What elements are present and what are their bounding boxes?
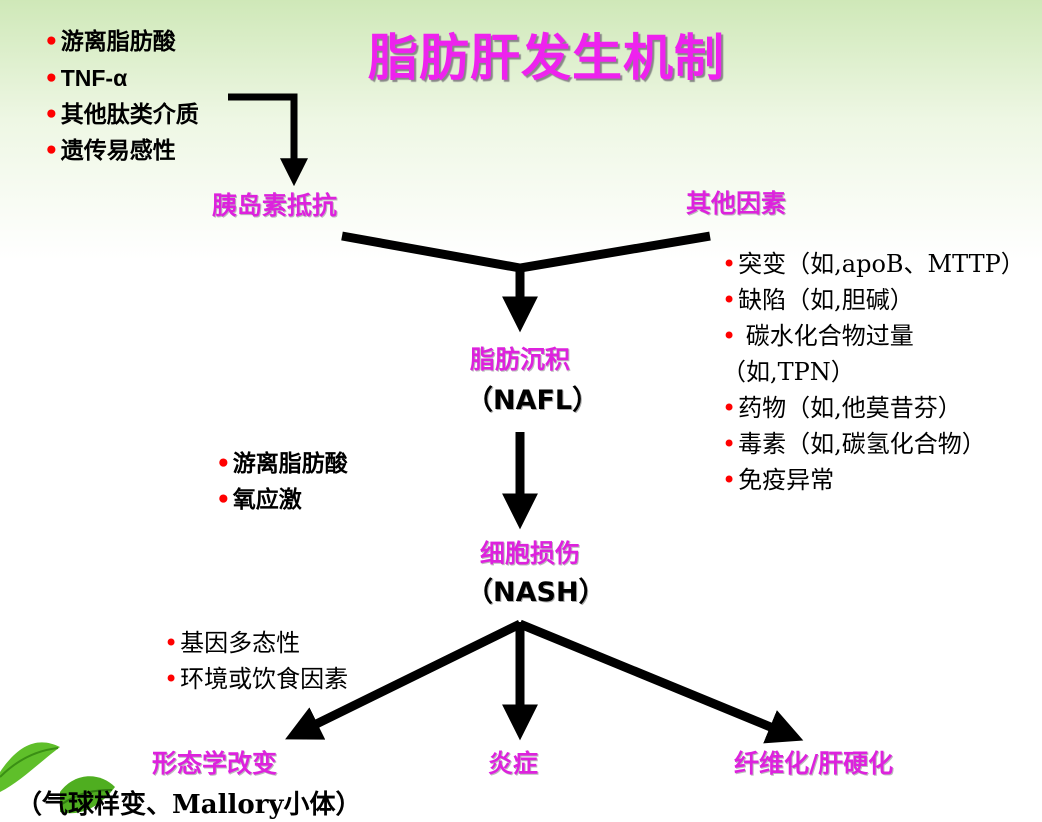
top-left-factor-list: •游离脂肪酸 •TNF-α •其他肽类介质 •遗传易感性 (44, 24, 199, 169)
list-item: •游离脂肪酸 (44, 29, 176, 55)
bracket-arrow (228, 93, 308, 187)
list-item: •毒素（如,碳氢化合物） (722, 430, 986, 458)
other-factors-label: 其他因素 (686, 189, 787, 218)
list-item: •药物（如,他莫昔芬） (722, 394, 962, 422)
cell-damage-label: 细胞损伤 (480, 539, 581, 568)
list-item: •氧应激 (216, 487, 302, 513)
genetic-factor-list: •基因多态性 •环境或饮食因素 (164, 625, 348, 697)
fat-deposition-label: 脂肪沉积 (470, 345, 571, 374)
list-item: •其他肽类介质 (44, 102, 199, 128)
list-item: •基因多态性 (164, 629, 301, 657)
list-item: •免疫异常 (722, 466, 835, 494)
morphology-detail: （气球样变、Mallory小体） (16, 790, 362, 820)
nash-label: （NASH） (466, 577, 606, 608)
list-item: •游离脂肪酸 (216, 451, 348, 477)
list-item: •遗传易感性 (44, 138, 176, 164)
split-left (285, 619, 522, 740)
fibrosis-label: 纤维化/肝硬化 (734, 749, 894, 778)
list-item: • 碳水化合物过量（如,TPN） (722, 322, 914, 386)
list-item: •缺陷（如,胆碱） (722, 286, 914, 314)
middle-factor-list: •游离脂肪酸 •氧应激 (216, 446, 348, 518)
merge-line-left (341, 231, 521, 273)
morphology-label: 形态学改变 (152, 749, 278, 778)
inflammation-label: 炎症 (488, 749, 539, 778)
split-right (518, 619, 804, 744)
nafl-label: （NAFL） (466, 385, 600, 416)
insulin-resistance-label: 胰岛素抵抗 (212, 191, 338, 220)
merge-line-right (519, 231, 711, 273)
leaf-decoration-icon (0, 742, 115, 814)
list-item: •TNF-α (44, 65, 128, 92)
list-item: •突变（如,apoB、MTTP） (722, 250, 1025, 278)
other-factors-list: •突变（如,apoB、MTTP） •缺陷（如,胆碱） • 碳水化合物过量（如,T… (722, 246, 1034, 498)
list-item: •环境或饮食因素 (164, 665, 349, 693)
page-title: 脂肪肝发生机制 (368, 29, 725, 87)
